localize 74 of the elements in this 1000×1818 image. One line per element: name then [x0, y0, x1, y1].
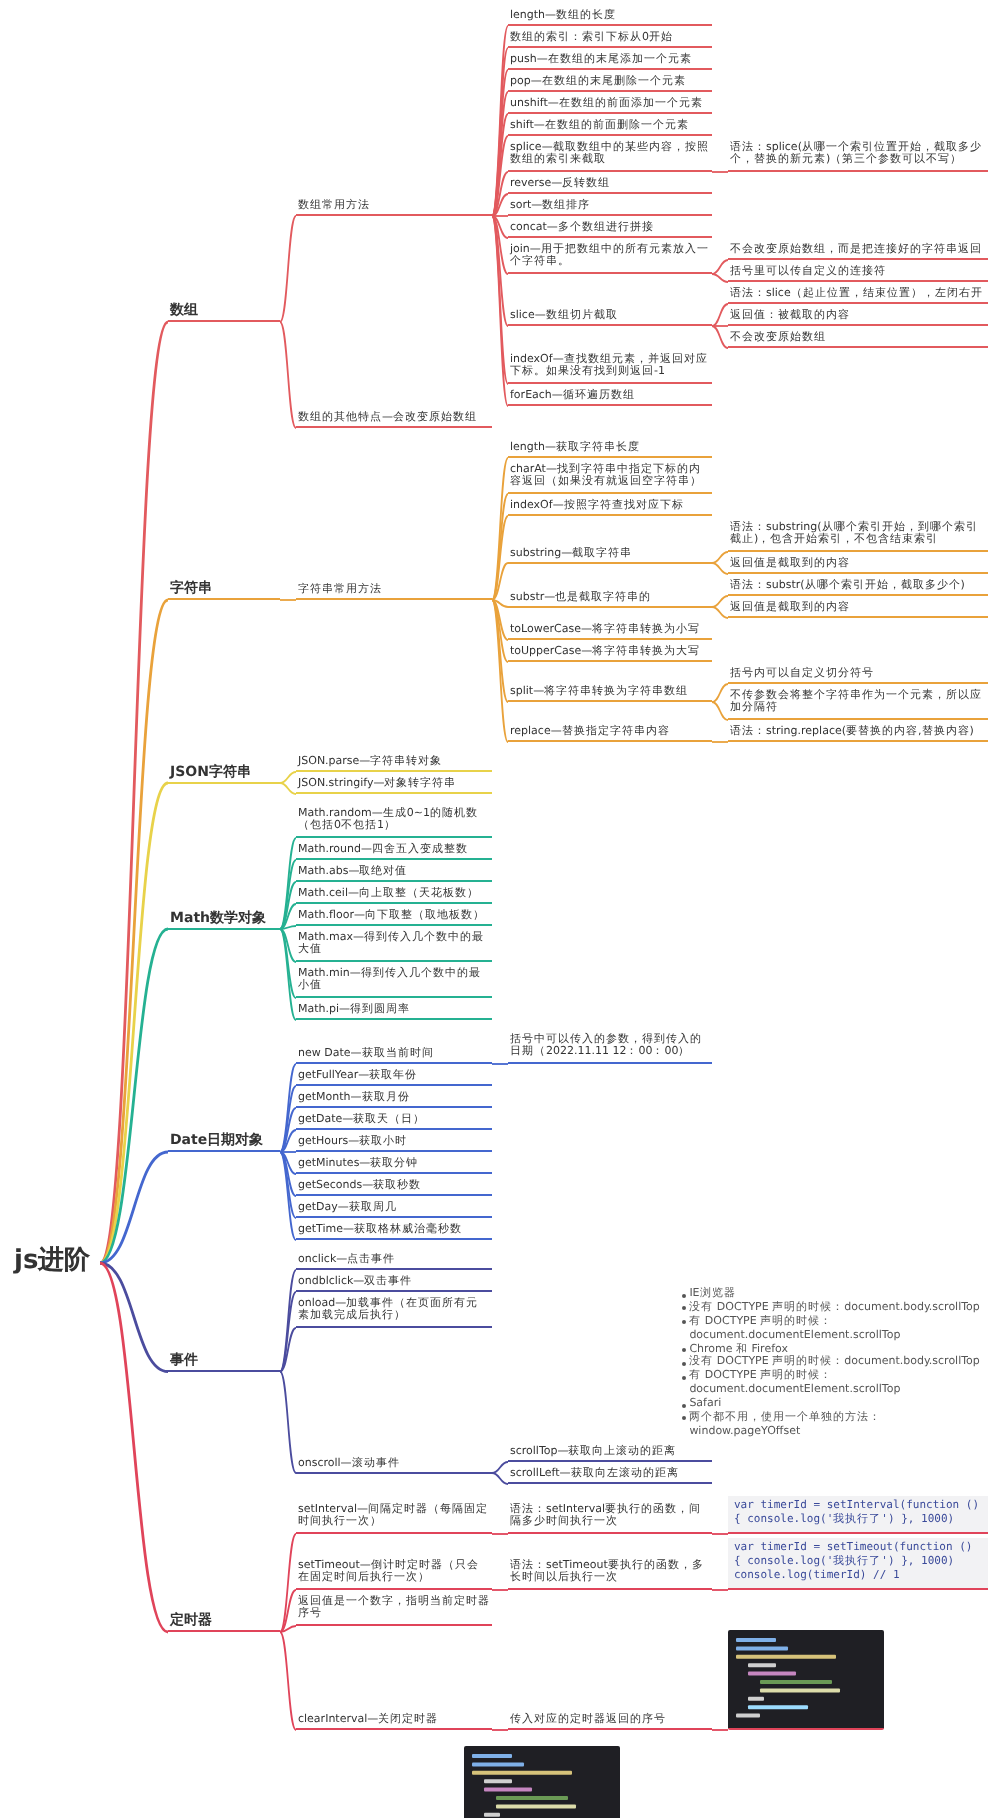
branch-line	[279, 771, 297, 784]
branch-line	[711, 259, 729, 275]
branch-line	[711, 741, 729, 743]
branch-line	[98, 321, 170, 1264]
branch-line	[279, 1291, 297, 1373]
branch-line	[99, 1261, 169, 1634]
branch-line	[99, 1150, 169, 1265]
branch-line	[491, 599, 509, 703]
branch-line	[491, 1533, 509, 1535]
branch-line	[711, 701, 729, 721]
branch-line	[279, 599, 297, 601]
branch-line	[279, 903, 297, 930]
branch-line	[491, 1063, 509, 1065]
branch-line	[279, 1533, 297, 1633]
branch-line	[491, 171, 509, 217]
branch-line	[279, 1107, 297, 1153]
branch-line	[98, 599, 170, 1264]
branch-line	[711, 562, 729, 575]
branch-line	[711, 1589, 729, 1591]
branch-line	[279, 1151, 297, 1241]
branch-line	[711, 683, 729, 703]
branch-line	[491, 457, 509, 601]
branch-line	[279, 881, 297, 930]
branch-line	[279, 1625, 297, 1633]
branch-line	[491, 599, 509, 663]
branch-line	[279, 1631, 297, 1731]
code-screenshot-drawing	[464, 1746, 620, 1818]
branch-line	[711, 303, 729, 327]
branch-line	[491, 599, 509, 641]
branch-line	[491, 515, 509, 601]
branch-line	[491, 215, 509, 217]
branch-line	[711, 606, 729, 619]
branch-line	[279, 1151, 297, 1219]
branch-line	[279, 1151, 297, 1175]
branch-line	[279, 321, 297, 429]
branch-line	[279, 1151, 297, 1197]
branch-line	[491, 215, 509, 239]
branch-line	[491, 1472, 509, 1485]
branch-line	[279, 928, 297, 999]
branch-line	[279, 1327, 297, 1373]
branch-line	[279, 1085, 297, 1153]
branch-line	[491, 599, 509, 743]
branch-line	[491, 193, 509, 217]
branch-line	[279, 925, 297, 930]
branch-line	[491, 1461, 509, 1474]
branch-line	[279, 928, 297, 963]
branch-line	[99, 1261, 169, 1373]
branch-line	[491, 562, 509, 601]
branch-line	[491, 599, 509, 608]
branch-line	[711, 171, 729, 173]
branch-line	[711, 551, 729, 564]
branch-line	[279, 215, 297, 323]
branch-line	[711, 273, 729, 283]
branch-line	[711, 325, 729, 327]
branch-line	[279, 1151, 297, 1153]
branch-line	[491, 1729, 509, 1731]
branch-line	[99, 927, 169, 1265]
branch-line	[711, 595, 729, 608]
branch-line	[279, 782, 297, 795]
code-screenshot-drawing	[728, 1630, 884, 1730]
branch-line	[98, 782, 170, 1264]
branch-line	[491, 215, 509, 327]
branch-line	[711, 1533, 729, 1535]
branch-line	[279, 1129, 297, 1153]
central-topic: js进阶	[12, 1246, 100, 1280]
branch-line	[491, 1589, 509, 1591]
branch-line	[491, 493, 509, 601]
branch-line	[279, 1589, 297, 1633]
branch-line	[279, 928, 297, 1021]
branch-line	[491, 215, 509, 275]
branch-line	[279, 1370, 297, 1474]
branch-line	[711, 325, 729, 349]
branch-line	[711, 1729, 729, 1731]
branch-line	[279, 859, 297, 930]
